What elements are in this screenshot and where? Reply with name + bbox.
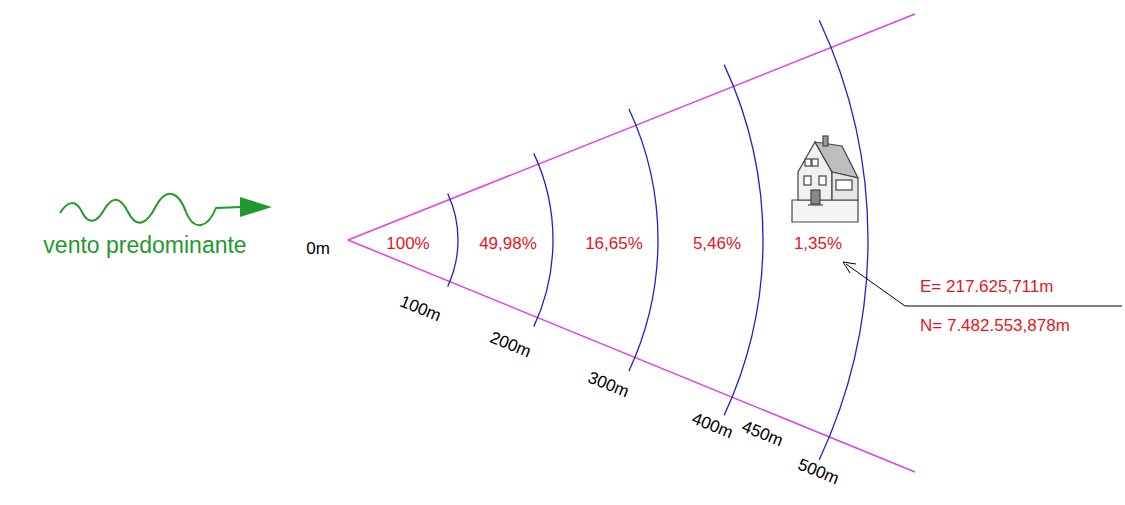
distance-arc bbox=[448, 194, 458, 287]
concentration-label: 16,65% bbox=[585, 235, 643, 254]
concentration-label: 1,35% bbox=[794, 235, 842, 254]
coordinate-label: N= 7.482.553,878m bbox=[920, 317, 1070, 336]
concentration-label: 100% bbox=[386, 235, 429, 254]
distance-label: 200m bbox=[487, 328, 533, 361]
concentration-label: 49,98% bbox=[479, 235, 537, 254]
distance-label: 300m bbox=[585, 368, 631, 401]
leader-arrowhead bbox=[843, 262, 856, 273]
coordinate-underline bbox=[905, 306, 1122, 307]
distance-label: 100m bbox=[397, 292, 443, 325]
wind-line bbox=[60, 194, 242, 225]
wind-label: vento predominante bbox=[43, 233, 246, 258]
coordinate-label: E= 217.625,711m bbox=[920, 278, 1053, 297]
distance-label: 500m bbox=[795, 455, 841, 488]
plume-edge bbox=[348, 14, 915, 240]
house-icon bbox=[792, 136, 858, 222]
wind-arrowhead bbox=[240, 197, 272, 217]
leader-line bbox=[846, 264, 905, 306]
distance-label: 400m bbox=[689, 409, 735, 442]
distance-label: 450m bbox=[739, 417, 785, 450]
plume-edge bbox=[348, 240, 915, 472]
concentration-label: 5,46% bbox=[693, 235, 741, 254]
origin-label: 0m bbox=[306, 240, 330, 259]
distance-arcs bbox=[448, 20, 868, 460]
